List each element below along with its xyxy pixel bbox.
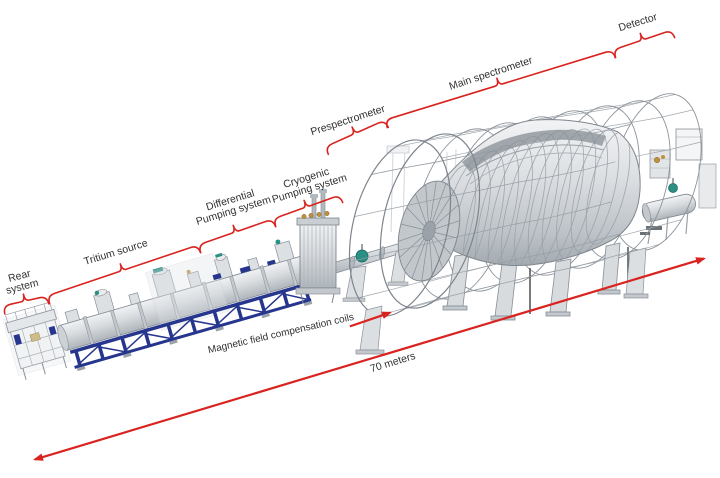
cryogenic-pump-tower <box>295 189 341 304</box>
detector-valve <box>668 183 678 193</box>
detector-magnet-cylinder <box>641 193 696 223</box>
source-beamline <box>2 239 314 380</box>
detector-assembly <box>640 128 717 245</box>
